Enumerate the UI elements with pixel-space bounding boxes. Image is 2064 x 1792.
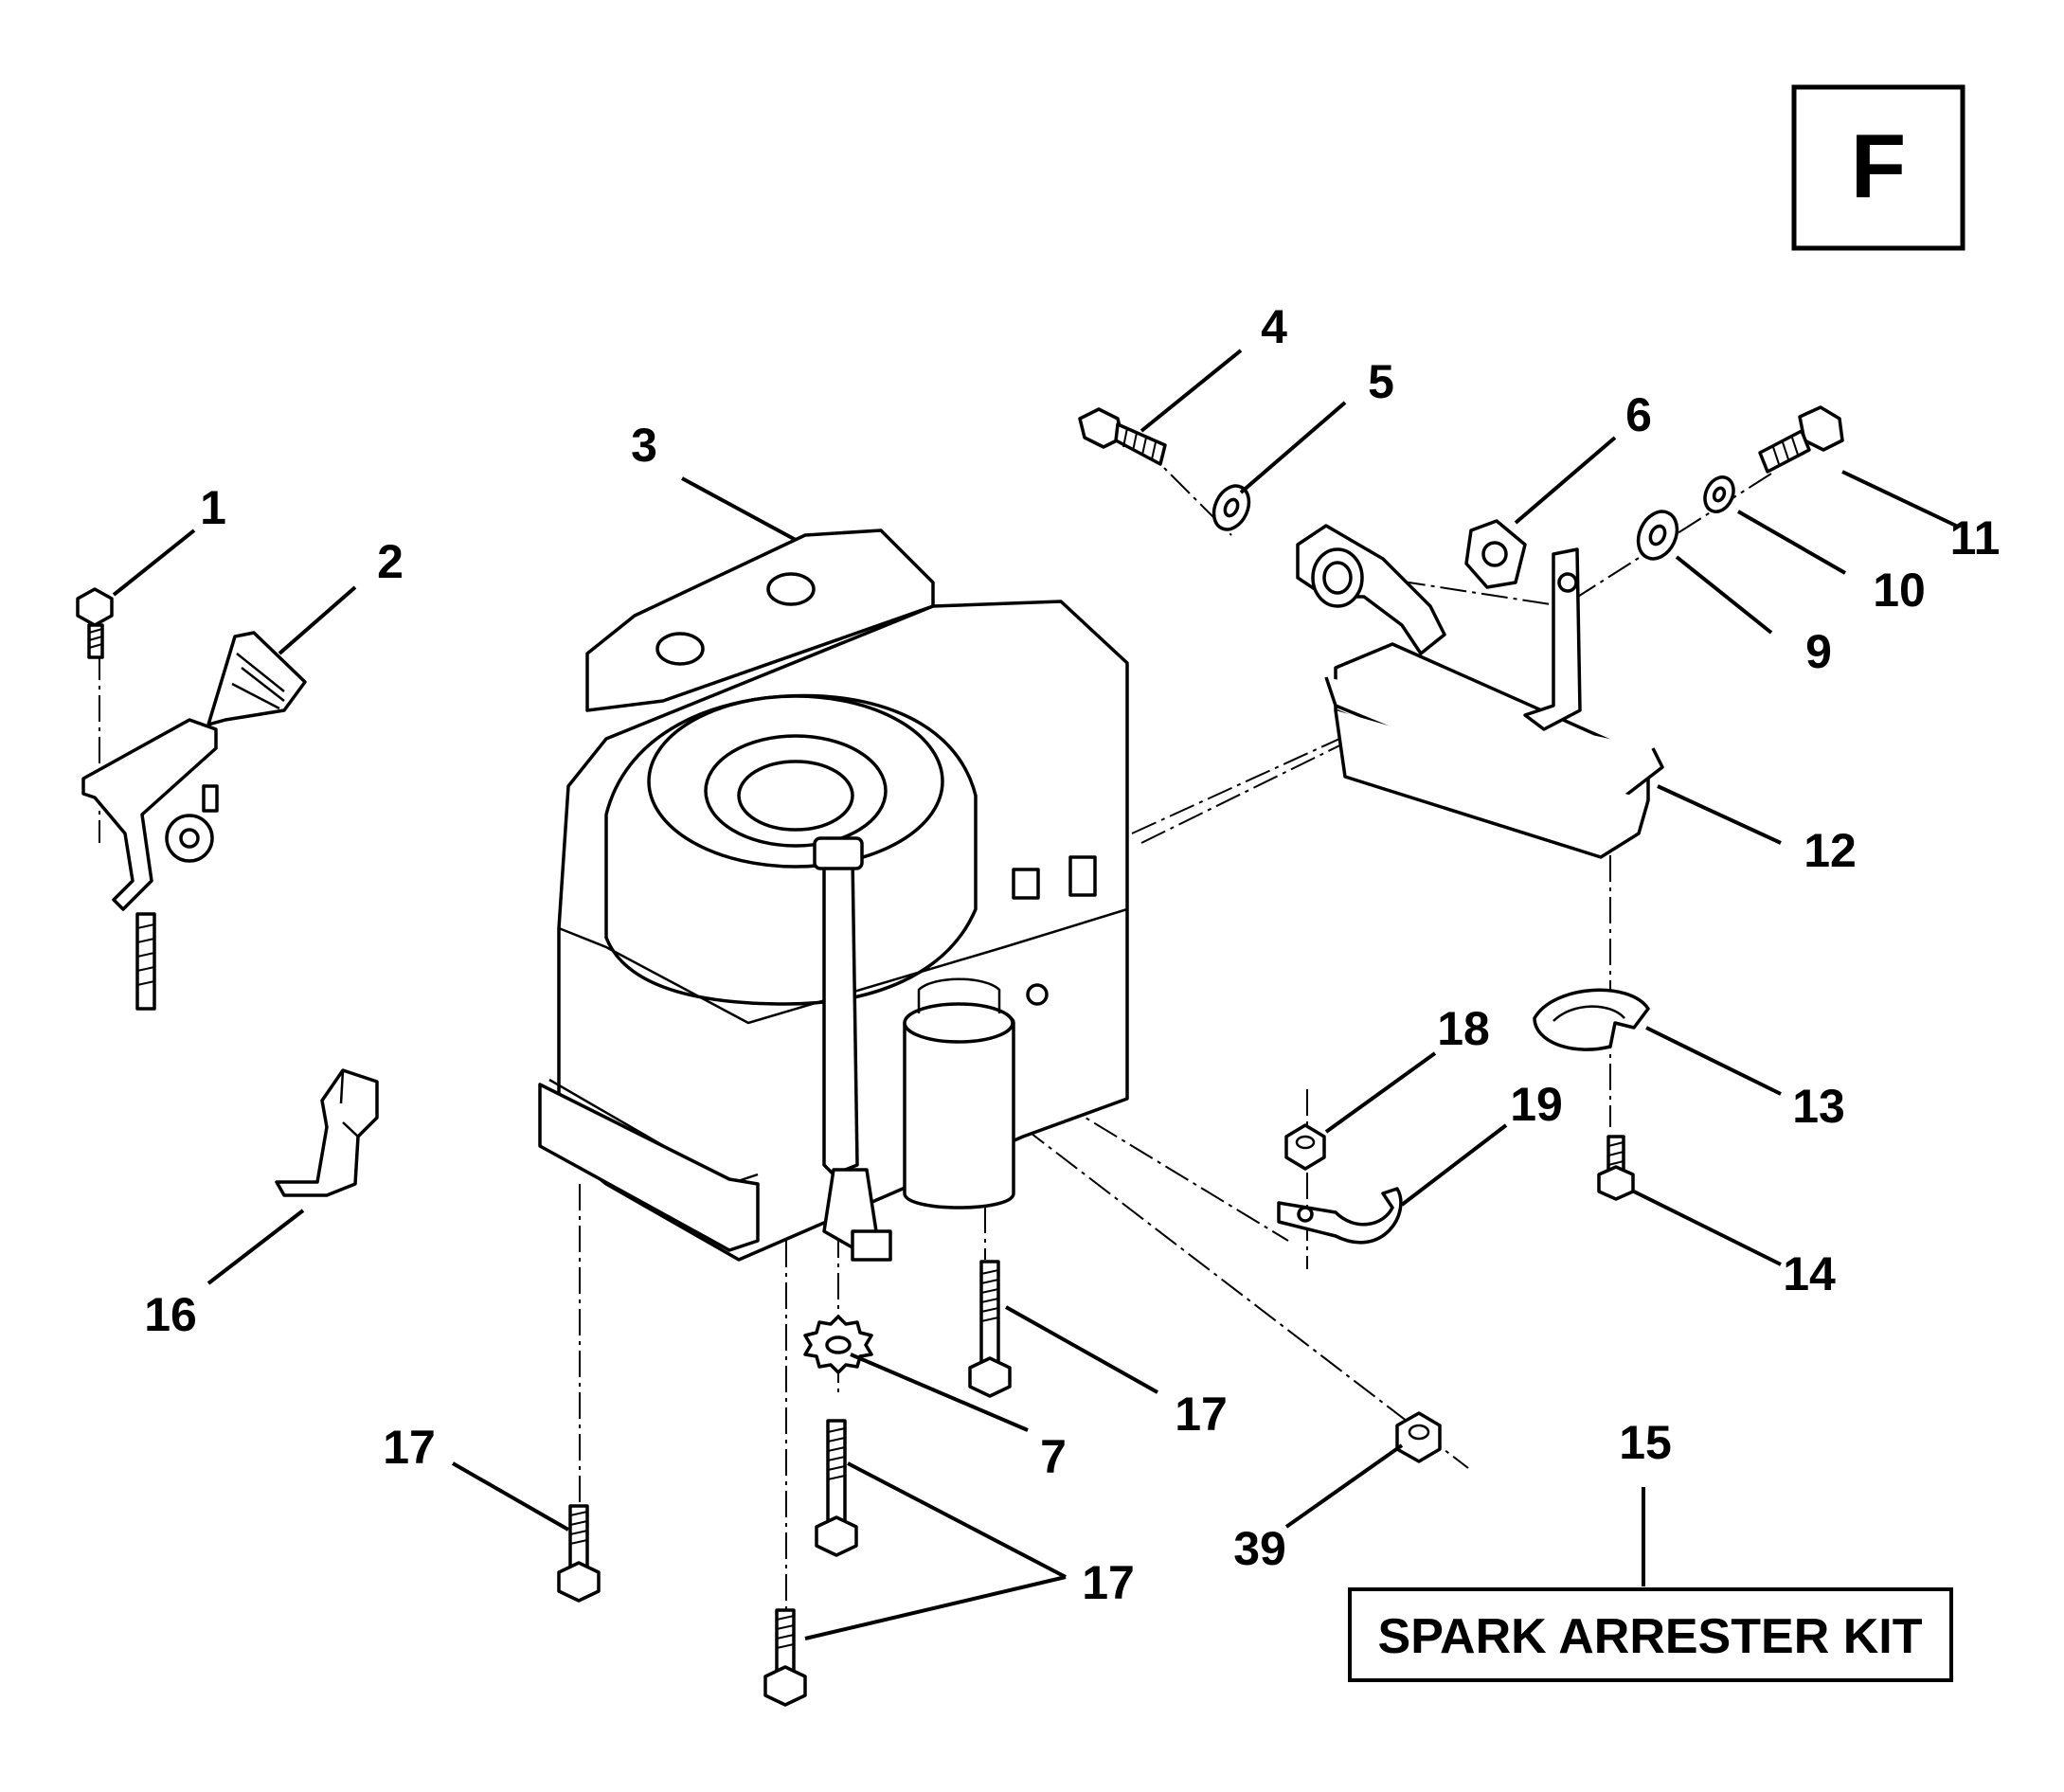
- part-12-muffler: [1324, 547, 1664, 859]
- part-18-nut: [1284, 1123, 1326, 1171]
- callout-1: 1: [200, 481, 226, 534]
- leader-lines: [112, 349, 1957, 1640]
- callout-7: 7: [1040, 1430, 1067, 1483]
- part-7-star-washer: [803, 1315, 873, 1374]
- part-3-engine: [538, 529, 1129, 1262]
- part-6-exhaust-elbow: [1296, 519, 1527, 655]
- sheet-letter: F: [1851, 116, 1907, 217]
- callout-13: 13: [1792, 1080, 1845, 1133]
- part-11-bolt: [1758, 405, 1844, 474]
- callout-17-right: 17: [1175, 1388, 1228, 1441]
- part-17-bolt-upper: [968, 1260, 1012, 1398]
- callout-10: 10: [1873, 564, 1926, 617]
- callout-15: 15: [1619, 1416, 1672, 1469]
- callout-16: 16: [144, 1288, 197, 1341]
- part-10-lock-washer: [1703, 475, 1735, 513]
- callout-4: 4: [1261, 300, 1287, 353]
- spark-arrester-kit-label: SPARK ARRESTER KIT: [1378, 1609, 1923, 1664]
- callout-39: 39: [1233, 1522, 1286, 1575]
- sheet-letter-box: F: [1791, 84, 1965, 251]
- part-17-bolt-bottom: [763, 1608, 807, 1707]
- callout-12: 12: [1804, 824, 1857, 877]
- part-17-bolt-center: [815, 1419, 858, 1557]
- part-17-bolt-left: [557, 1504, 601, 1603]
- part-19-clamp: [1277, 1187, 1403, 1245]
- callout-5: 5: [1368, 355, 1394, 408]
- callout-17-bottom: 17: [1082, 1556, 1135, 1609]
- spark-arrester-kit-box: SPARK ARRESTER KIT: [1348, 1587, 1953, 1682]
- part-1-bolt: [76, 587, 114, 659]
- callouts: 1 2 3 4 5 6 7 9 10 11 12 13 14 15 16 17 …: [144, 300, 2000, 1609]
- part-16-clip: [275, 1068, 379, 1197]
- part-9-washer: [1636, 510, 1679, 561]
- part-2-throttle-bracket: [81, 631, 307, 1011]
- callout-2: 2: [377, 535, 404, 588]
- callout-6: 6: [1625, 388, 1652, 441]
- callout-19: 19: [1510, 1078, 1563, 1131]
- callout-14: 14: [1783, 1247, 1836, 1300]
- part-5-washer: [1211, 484, 1251, 531]
- part-4-bolt: [1078, 407, 1167, 466]
- callout-18: 18: [1437, 1002, 1490, 1055]
- callout-11: 11: [1950, 511, 2001, 564]
- part-14-screw: [1597, 1135, 1635, 1201]
- part-39-nut: [1395, 1411, 1442, 1463]
- callout-17-left: 17: [383, 1421, 436, 1474]
- callout-3: 3: [631, 419, 657, 472]
- part-13-spark-screen: [1533, 988, 1650, 1051]
- callout-9: 9: [1805, 625, 1832, 678]
